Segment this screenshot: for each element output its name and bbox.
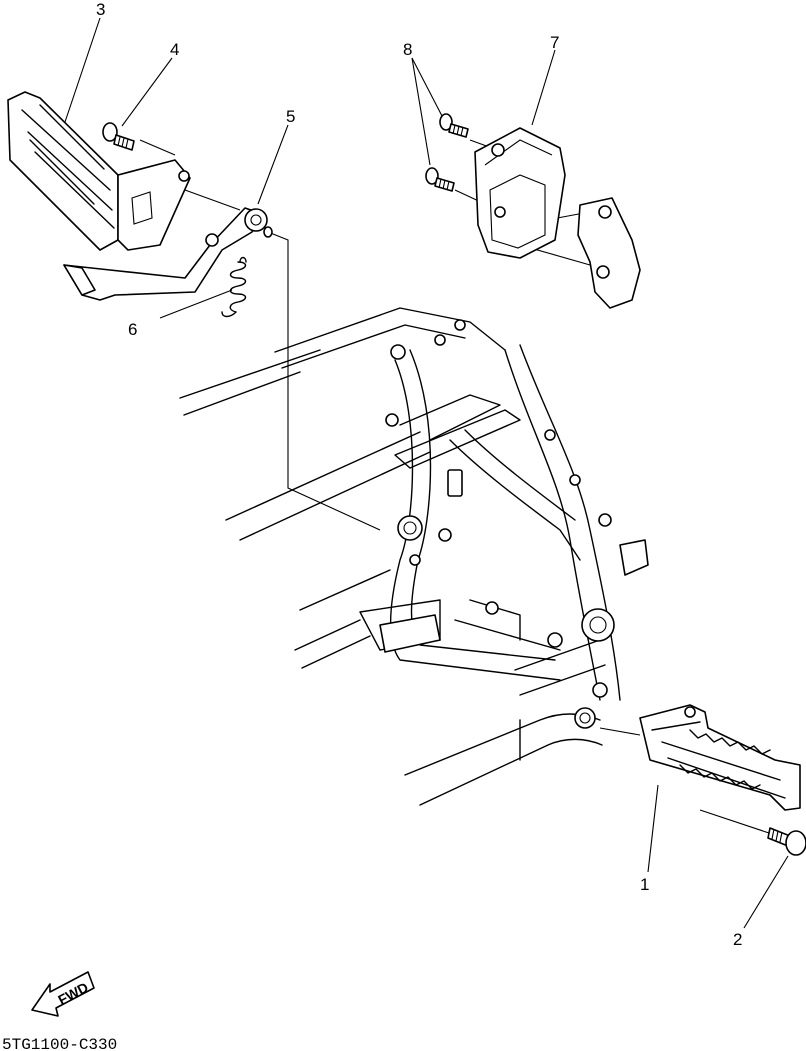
fwd-arrow-icon: FWD bbox=[31, 971, 95, 1017]
right-footrest bbox=[639, 704, 801, 811]
bracket-7 bbox=[474, 127, 641, 309]
callout-4: 4 bbox=[170, 40, 179, 59]
callout-3: 3 bbox=[96, 0, 105, 19]
diagram-code: 5TG1100-C330 bbox=[2, 1036, 117, 1051]
callout-8: 8 bbox=[403, 40, 412, 59]
callout-numbers: 3 4 5 6 7 8 1 2 bbox=[96, 0, 742, 949]
left-footrest bbox=[7, 91, 191, 251]
bolt-4 bbox=[102, 122, 135, 151]
callout-6: 6 bbox=[128, 320, 137, 339]
callout-7: 7 bbox=[550, 33, 559, 52]
callout-2: 2 bbox=[733, 930, 742, 949]
bolt-2 bbox=[767, 827, 806, 856]
return-spring bbox=[221, 256, 247, 318]
callout-1: 1 bbox=[640, 875, 649, 894]
bolts-8 bbox=[425, 113, 469, 192]
brake-pedal bbox=[63, 207, 273, 301]
callout-5: 5 bbox=[286, 107, 295, 126]
frame bbox=[179, 307, 649, 806]
callout-leaders bbox=[64, 17, 789, 929]
